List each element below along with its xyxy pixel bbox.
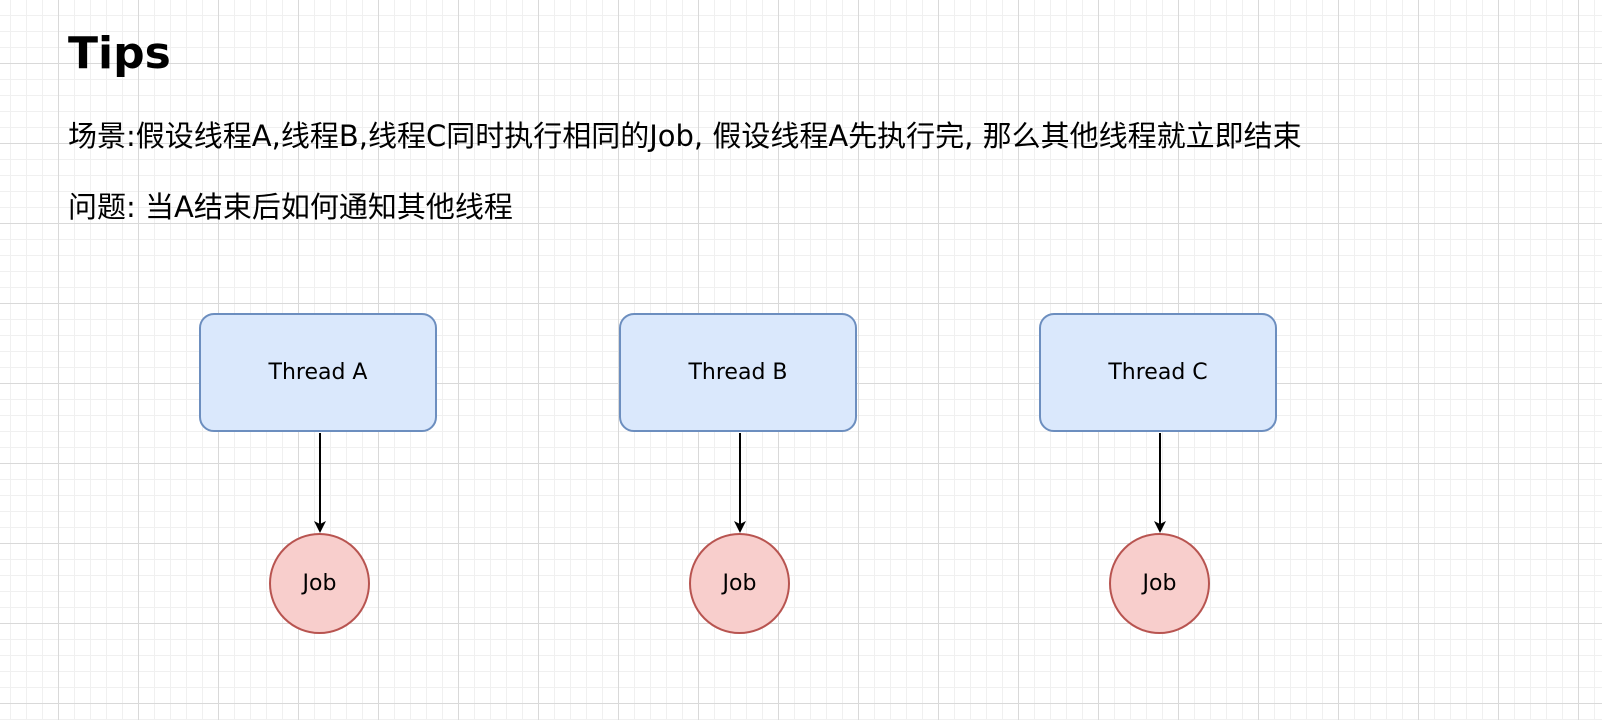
question-text: 问题: 当A结束后如何通知其他线程 — [68, 190, 513, 224]
thread-b-node[interactable]: Thread B — [619, 313, 857, 432]
job-b-node[interactable]: Job — [689, 533, 790, 634]
thread-a-node[interactable]: Thread A — [199, 313, 437, 432]
page-title: Tips — [68, 28, 171, 79]
job-c-node[interactable]: Job — [1109, 533, 1210, 634]
thread-c-node[interactable]: Thread C — [1039, 313, 1277, 432]
scenario-text: 场景:假设线程A,线程B,线程C同时执行相同的Job, 假设线程A先执行完, 那… — [68, 119, 1302, 153]
job-a-node[interactable]: Job — [269, 533, 370, 634]
